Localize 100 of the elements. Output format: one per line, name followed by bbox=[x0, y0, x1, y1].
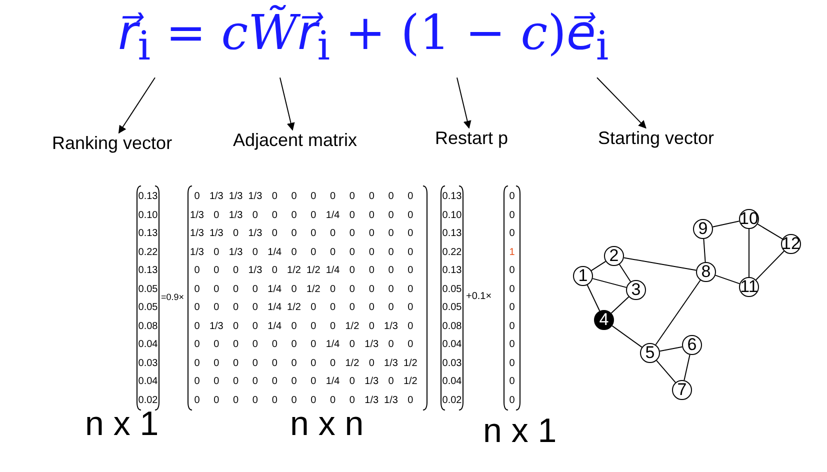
graph-edge bbox=[755, 250, 785, 280]
vector-entry: 0 bbox=[509, 394, 515, 406]
matrix-entry: 0 bbox=[194, 376, 200, 388]
matrix-entry: 0 bbox=[214, 376, 220, 388]
operator-text: +0.1× bbox=[466, 291, 492, 302]
matrix-entry: 1/4 bbox=[326, 339, 340, 351]
graph-edge bbox=[659, 346, 683, 352]
matrix-entry: 0 bbox=[214, 394, 220, 406]
matrix-entry: 0 bbox=[408, 320, 414, 332]
matrix-entry: 0 bbox=[252, 339, 258, 351]
matrix-entry: 0 bbox=[408, 246, 414, 258]
matrix-entry: 0 bbox=[349, 339, 355, 351]
matrix-entry: 0 bbox=[194, 284, 200, 296]
matrix-entry: 0 bbox=[368, 284, 374, 296]
matrix-entry: 0 bbox=[349, 376, 355, 388]
vector-entry: 0.03 bbox=[442, 358, 462, 370]
matrix-entry: 0 bbox=[252, 284, 258, 296]
matrix-entry: 1/2 bbox=[345, 358, 360, 370]
vector-entry: 0 bbox=[509, 358, 515, 370]
matrix-entry: 0 bbox=[368, 358, 374, 370]
vector-entry: 0.05 bbox=[442, 284, 462, 296]
graph-edge bbox=[655, 280, 701, 346]
vector-entry: 0.22 bbox=[138, 246, 158, 258]
vector-entry: 0.04 bbox=[138, 339, 158, 351]
graph-node: 11 bbox=[739, 277, 759, 297]
matrix-entry: 0 bbox=[349, 228, 355, 240]
matrix-entry: 1/4 bbox=[326, 376, 340, 388]
arrow bbox=[596, 77, 646, 129]
matrix-entry: 1/4 bbox=[326, 210, 340, 222]
graph-edge bbox=[610, 296, 630, 314]
matrix-entry: 0 bbox=[408, 191, 414, 203]
vector-entry: 1 bbox=[509, 246, 515, 258]
vector-entry: 0.04 bbox=[442, 376, 462, 388]
vector-entry: 0.05 bbox=[138, 284, 158, 296]
matrix-entry: 0 bbox=[388, 210, 394, 222]
matrix-entry: 0 bbox=[252, 394, 258, 406]
matrix-entry: 1/4 bbox=[268, 246, 282, 258]
vector-entry: 0 bbox=[509, 320, 515, 332]
matrix-entry: 0 bbox=[349, 284, 355, 296]
matrix-entry: 0 bbox=[408, 339, 414, 351]
matrix-entry: 0 bbox=[408, 284, 414, 296]
matrix-entry: 0 bbox=[330, 302, 336, 314]
matrix-entry: 0 bbox=[194, 320, 200, 332]
matrix-entry: 1/4 bbox=[268, 320, 282, 332]
matrix-entry: 0 bbox=[291, 394, 297, 406]
matrix-entry: 0 bbox=[291, 191, 297, 203]
matrix-entry: 1/3 bbox=[228, 191, 243, 203]
matrix-entry: 0 bbox=[330, 228, 336, 240]
matrix-entry: 0 bbox=[408, 210, 414, 222]
vector-entry: 0.02 bbox=[442, 394, 462, 406]
matrix-entry: 1/3 bbox=[209, 320, 224, 332]
matrix-entry: 0 bbox=[194, 265, 200, 277]
matrix-entry: 0 bbox=[310, 246, 316, 258]
matrix-entry: 0 bbox=[272, 358, 278, 370]
matrix-entry: 0 bbox=[291, 228, 297, 240]
matrix-entry: 0 bbox=[388, 191, 394, 203]
matrix-entry: 0 bbox=[310, 339, 316, 351]
vector-entry: 0.03 bbox=[138, 358, 158, 370]
matrix-entry: 0 bbox=[252, 376, 258, 388]
vector-entry: 0 bbox=[509, 210, 515, 222]
vector-entry: 0 bbox=[509, 284, 515, 296]
matrix-entry: 0 bbox=[233, 302, 239, 314]
vector-entry: 0.13 bbox=[138, 265, 158, 277]
matrix-entry: 0 bbox=[252, 246, 258, 258]
matrix-entry: 0 bbox=[388, 265, 394, 277]
matrix-entry: 0 bbox=[388, 339, 394, 351]
graph-edge bbox=[684, 354, 690, 381]
operator-text: =0.9× bbox=[161, 292, 184, 302]
graph-edge bbox=[612, 325, 642, 348]
graph-node: 12 bbox=[781, 234, 801, 254]
matrix-entry: 0 bbox=[194, 191, 200, 203]
matrix-entry: 1/3 bbox=[364, 339, 379, 351]
vector-entry: 0.05 bbox=[138, 302, 158, 314]
graph-node: 8 bbox=[696, 262, 716, 282]
matrix-entry: 0 bbox=[194, 302, 200, 314]
matrix-entry: 1/3 bbox=[364, 394, 379, 406]
matrix-entry: 0 bbox=[233, 358, 239, 370]
graph-edge bbox=[703, 238, 706, 263]
matrix-entry: 0 bbox=[408, 265, 414, 277]
matrix-entry: 0 bbox=[330, 246, 336, 258]
graph-node: 2 bbox=[604, 246, 624, 266]
matrix-entry: 0 bbox=[252, 302, 258, 314]
matrix-entry: 1/3 bbox=[364, 376, 379, 388]
matrix-entry: 0 bbox=[272, 228, 278, 240]
matrix-entry: 0 bbox=[310, 302, 316, 314]
matrix-entry: 1/4 bbox=[268, 302, 282, 314]
matrix-entry: 0 bbox=[388, 302, 394, 314]
matrix-entry: 1/3 bbox=[248, 265, 262, 277]
matrix-entry: 0 bbox=[194, 339, 200, 351]
matrix-entry: 0 bbox=[194, 394, 200, 406]
vector-entry: 0 bbox=[509, 339, 515, 351]
matrix-entry: 0 bbox=[233, 376, 239, 388]
graph-node: 5 bbox=[640, 343, 660, 363]
graph-edge bbox=[586, 284, 600, 312]
matrix-entry: 0 bbox=[252, 358, 258, 370]
matrix-entry: 0 bbox=[272, 210, 278, 222]
matrix-entry: 0 bbox=[388, 284, 394, 296]
matrix-entry: 0 bbox=[388, 246, 394, 258]
matrix-entry: 0 bbox=[408, 394, 414, 406]
matrix-entry: 0 bbox=[233, 339, 239, 351]
